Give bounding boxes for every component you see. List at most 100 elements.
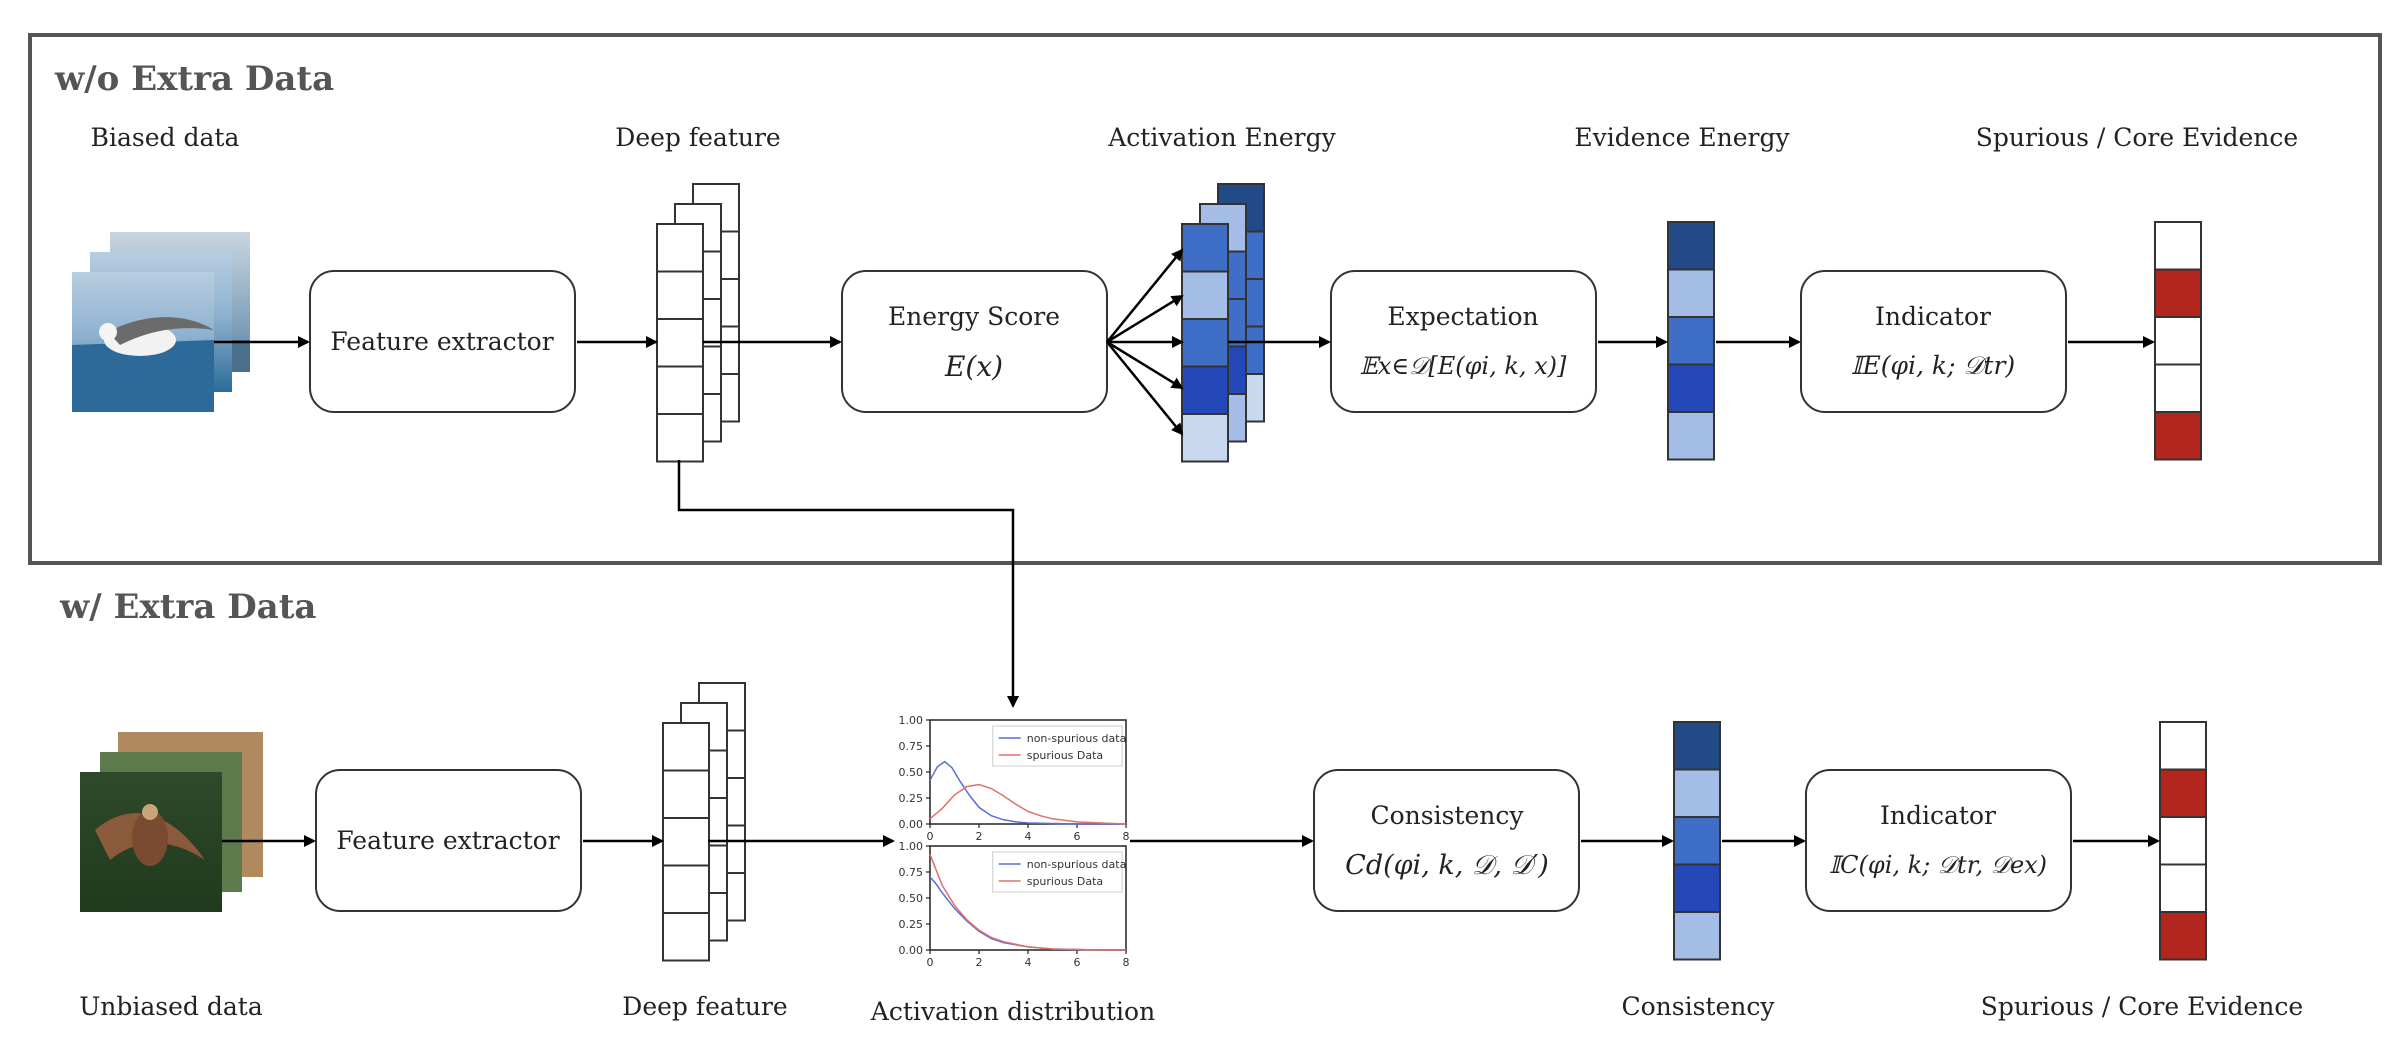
bottom-section-title: w/ Extra Data — [59, 587, 316, 627]
consistency-cell — [1673, 911, 1721, 961]
top-section-title: w/o Extra Data — [54, 59, 334, 99]
consistency-cell — [1673, 816, 1721, 866]
chart-series-line — [929, 854, 1126, 951]
activation-energy-stack — [1181, 183, 1265, 463]
spurious-core-top-cell — [2154, 221, 2202, 271]
chart-y-tick-label: 0.75 — [899, 740, 924, 753]
consistency-column-label: Consistency — [1621, 992, 1775, 1021]
consistency-cell — [1673, 721, 1721, 771]
spurious-core-top-cell — [2154, 363, 2202, 413]
biased-data-label: Biased data — [91, 123, 240, 152]
chart-x-tick-label: 0 — [927, 830, 934, 843]
evidence-energy-label: Evidence Energy — [1574, 123, 1790, 152]
chart-x-tick-label: 8 — [1123, 830, 1130, 843]
activation-distribution-label: Activation distribution — [870, 997, 1155, 1026]
consistency-cell — [1673, 768, 1721, 818]
chart-y-tick-label: 0.00 — [899, 944, 924, 957]
chart-x-tick-label: 4 — [1025, 830, 1032, 843]
activation-energy-cell — [1181, 223, 1229, 273]
expectation-formula: 𝔼x∈𝒟[E(φi, k, x)] — [1360, 352, 1567, 380]
deep-feature-top-cell — [656, 270, 704, 320]
chart-series-line — [929, 760, 1126, 825]
deep-feature-bottom-cell — [662, 722, 710, 772]
chart-x-tick-label: 4 — [1025, 956, 1032, 969]
spurious-core-label-bottom: Spurious / Core Evidence — [1981, 992, 2303, 1021]
unbiased-data-images — [80, 732, 263, 912]
spurious-core-column-top — [2154, 221, 2202, 461]
chart-series-line — [929, 783, 1127, 825]
consistency-formula: Cd(φi, k, 𝒟, 𝒟′) — [1345, 850, 1549, 881]
chart-y-tick-label: 0.75 — [899, 866, 924, 879]
activation-energy-label: Activation Energy — [1107, 123, 1336, 152]
indicator-label-bottom: Indicator — [1880, 801, 1996, 830]
activation-energy-cell — [1181, 318, 1229, 368]
feature-extractor-box-top — [309, 270, 576, 413]
deep-feature-label-top: Deep feature — [615, 123, 780, 152]
energy-score-label: Energy Score — [888, 302, 1060, 331]
evidence-energy-column — [1667, 221, 1715, 461]
spurious-core-bottom-cell — [2159, 721, 2207, 771]
expectation-box — [1330, 270, 1597, 413]
deep-feature-bottom-cell — [662, 864, 710, 914]
deep-feature-top-cell — [656, 365, 704, 415]
chart-y-tick-label: 0.50 — [899, 892, 924, 905]
chart-y-tick-label: 1.00 — [899, 714, 924, 727]
evidence-energy-cell — [1667, 363, 1715, 413]
deep-feature-stack-bottom — [662, 682, 746, 962]
chart-y-tick-label: 0.50 — [899, 766, 924, 779]
consistency-cell — [1673, 863, 1721, 913]
top-arrows — [214, 248, 2155, 708]
spurious-core-top-cell — [2154, 316, 2202, 366]
indicator-formula-top: 𝕀E(φi, k; 𝒟tr) — [1851, 351, 2015, 380]
feature-extractor-label-bottom: Feature extractor — [336, 826, 559, 855]
chart-y-tick-label: 0.00 — [899, 818, 924, 831]
chart-legend-label: non-spurious data — [1027, 858, 1127, 871]
spurious-core-bottom-cell — [2159, 768, 2207, 818]
indicator-box-top — [1800, 270, 2067, 413]
chart-x-tick-label: 0 — [927, 956, 934, 969]
deep-feature-bottom-cell — [662, 912, 710, 962]
deep-feature-top-cell — [656, 223, 704, 273]
chart-y-tick-label: 0.25 — [899, 792, 924, 805]
indicator-box-bottom — [1805, 769, 2072, 912]
deep-feature-bottom-cell — [662, 817, 710, 867]
chart-x-tick-label: 8 — [1123, 956, 1130, 969]
chart-legend — [992, 725, 1123, 767]
chart-y-tick-label: 0.25 — [899, 918, 924, 931]
chart-legend-label: non-spurious data — [1027, 732, 1127, 745]
consistency-column — [1673, 721, 1721, 961]
energy-score-box — [841, 270, 1108, 413]
deep-feature-top-cell — [656, 413, 704, 463]
spurious-core-label-top: Spurious / Core Evidence — [1976, 123, 2298, 152]
chart-legend-label: spurious Data — [1027, 875, 1103, 888]
expectation-label: Expectation — [1387, 302, 1538, 331]
consistency-box — [1313, 769, 1580, 912]
consistency-box-label: Consistency — [1370, 801, 1524, 830]
activation-energy-cell — [1181, 270, 1229, 320]
top-section-frame — [28, 33, 2382, 565]
deep-feature-label-bottom: Deep feature — [622, 992, 787, 1021]
chart-legend — [992, 851, 1123, 893]
deep-feature-bottom-cell — [662, 769, 710, 819]
evidence-energy-cell — [1667, 268, 1715, 318]
indicator-formula-bottom: 𝕀C(φi, k; 𝒟tr, 𝒟ex) — [1829, 851, 2047, 879]
activation-energy-cell — [1181, 365, 1229, 415]
energy-score-formula: E(x) — [944, 350, 1003, 383]
biased-data-images — [72, 232, 250, 412]
evidence-energy-cell — [1667, 221, 1715, 271]
chart-x-tick-label: 6 — [1074, 830, 1081, 843]
spurious-core-column-bottom — [2159, 721, 2207, 961]
chart-x-tick-label: 2 — [976, 956, 983, 969]
deep-feature-top-cell — [656, 318, 704, 368]
spurious-core-bottom-cell — [2159, 911, 2207, 961]
deep-feature-stack-top — [656, 183, 740, 463]
indicator-label-top: Indicator — [1875, 302, 1991, 331]
spurious-core-bottom-cell — [2159, 863, 2207, 913]
evidence-energy-cell — [1667, 316, 1715, 366]
spurious-core-bottom-cell — [2159, 816, 2207, 866]
feature-extractor-box-bottom — [315, 769, 582, 912]
spurious-core-top-cell — [2154, 411, 2202, 461]
chart-y-tick-label: 1.00 — [899, 840, 924, 853]
